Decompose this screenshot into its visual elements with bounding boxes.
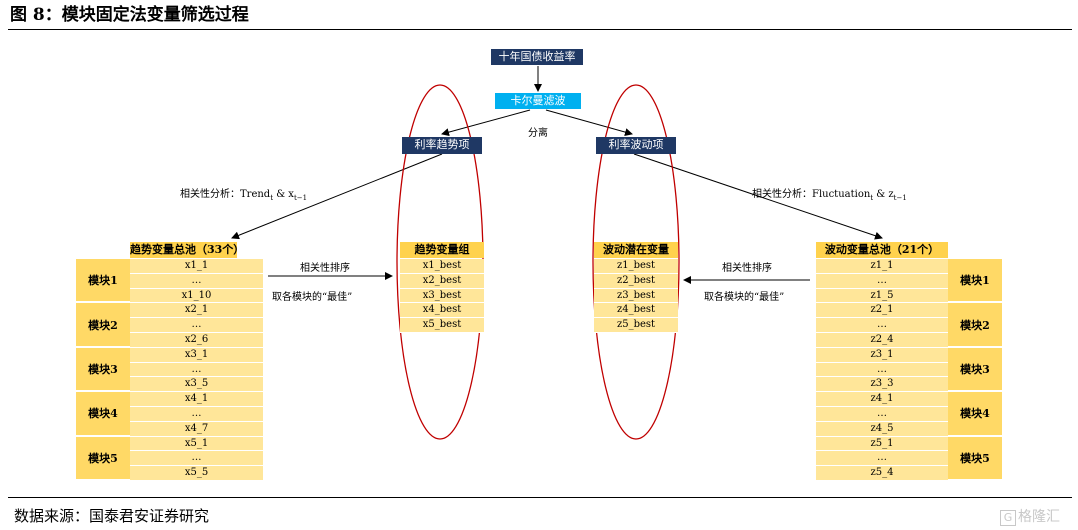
sort-label-left-2: 取各模块的“最佳” <box>272 292 353 303</box>
pool-cell: x1_10 <box>130 288 263 304</box>
source-note: 数据来源：国泰君安证券研究 <box>14 507 210 525</box>
pool-cell: x4_7 <box>130 421 263 437</box>
bond-yield-box: 十年国债收益率 <box>491 49 583 65</box>
pool-cell: z4_1 <box>816 392 948 407</box>
title-rule <box>8 29 1072 30</box>
sort-label-left-1: 相关性排序 <box>300 263 350 274</box>
watermark-logo-icon: G <box>1000 510 1016 526</box>
pool-cell: z4_5 <box>816 421 948 437</box>
pool-cell: … <box>130 406 263 422</box>
module-label: 模块3 <box>76 347 130 393</box>
arrow-trend-to-pool <box>231 153 443 240</box>
module-label: 模块5 <box>76 436 130 481</box>
best-variable-cell: z5_best <box>594 318 678 333</box>
pool-cell: x5_5 <box>130 466 263 481</box>
best-variable-cell: z1_best <box>594 259 678 274</box>
pool-cell: z1_5 <box>816 288 948 304</box>
arrow-kalman-to-fluct <box>545 109 633 136</box>
pool-cell: x3_5 <box>130 377 263 393</box>
arrow-fluct-to-pool <box>633 153 883 240</box>
split-label: 分离 <box>528 128 548 139</box>
pool-cell: x4_1 <box>130 392 263 407</box>
pool-cell: … <box>130 273 263 289</box>
pool-cell: … <box>816 362 948 378</box>
module-label: 模块4 <box>948 392 1002 437</box>
module-label: 模块2 <box>948 303 1002 348</box>
module-label: 模块3 <box>948 347 1002 393</box>
pool-cell: x3_1 <box>130 347 263 363</box>
pool-cell: z5_4 <box>816 466 948 481</box>
pool-cell: z2_1 <box>816 303 948 319</box>
fluct-group-header: 波动潜在变量 <box>594 242 678 258</box>
corr-label-right: 相关性分析：Fluctuationt & zt−1 <box>752 189 907 202</box>
pool-cell: … <box>816 318 948 333</box>
best-variable-cell: z4_best <box>594 303 678 319</box>
sort-label-right-1: 相关性排序 <box>722 263 772 274</box>
figure-title: 图 8：模块固定法变量筛选过程 <box>10 5 249 25</box>
module-label: 模块1 <box>948 259 1002 304</box>
best-variable-cell: x4_best <box>400 303 484 319</box>
pool-cell: x5_1 <box>130 436 263 452</box>
pool-cell: x1_1 <box>130 259 263 274</box>
best-variable-cell: x5_best <box>400 318 484 333</box>
best-variable-cell: x1_best <box>400 259 484 274</box>
kalman-filter-box: 卡尔曼滤波 <box>495 93 581 109</box>
fluct-term-box: 利率波动项 <box>596 137 676 154</box>
footer-rule <box>8 497 1072 498</box>
pool-cell: … <box>130 362 263 378</box>
module-label: 模块1 <box>76 259 130 304</box>
pool-cell: … <box>130 318 263 333</box>
pool-cell: z3_3 <box>816 377 948 393</box>
pool-cell: z2_4 <box>816 332 948 348</box>
pool-cell: x2_1 <box>130 303 263 319</box>
pool-cell: z1_1 <box>816 259 948 274</box>
module-label: 模块2 <box>76 303 130 348</box>
trend-group-header: 趋势变量组 <box>400 242 484 258</box>
right-pool-header: 波动变量总池（21个） <box>816 242 948 258</box>
pool-cell: … <box>816 273 948 289</box>
corr-label-left: 相关性分析：Trendt & xt−1 <box>180 189 308 202</box>
trend-term-box: 利率趋势项 <box>402 137 482 154</box>
best-variable-cell: x3_best <box>400 288 484 304</box>
ellipse-fluct <box>592 84 680 440</box>
best-variable-cell: z3_best <box>594 288 678 304</box>
pool-cell: … <box>130 451 263 467</box>
best-variable-cell: x2_best <box>400 273 484 289</box>
module-label: 模块5 <box>948 436 1002 481</box>
pool-cell: z5_1 <box>816 436 948 452</box>
arrow-kalman-to-trend <box>441 109 531 137</box>
pool-cell: … <box>816 406 948 422</box>
sort-label-right-2: 取各模块的“最佳” <box>704 292 785 303</box>
pool-cell: … <box>816 451 948 467</box>
pool-cell: x2_6 <box>130 332 263 348</box>
best-variable-cell: z2_best <box>594 273 678 289</box>
pool-cell: z3_1 <box>816 347 948 363</box>
module-label: 模块4 <box>76 392 130 437</box>
left-pool-header: 趋势变量总池（33个） <box>130 242 245 258</box>
